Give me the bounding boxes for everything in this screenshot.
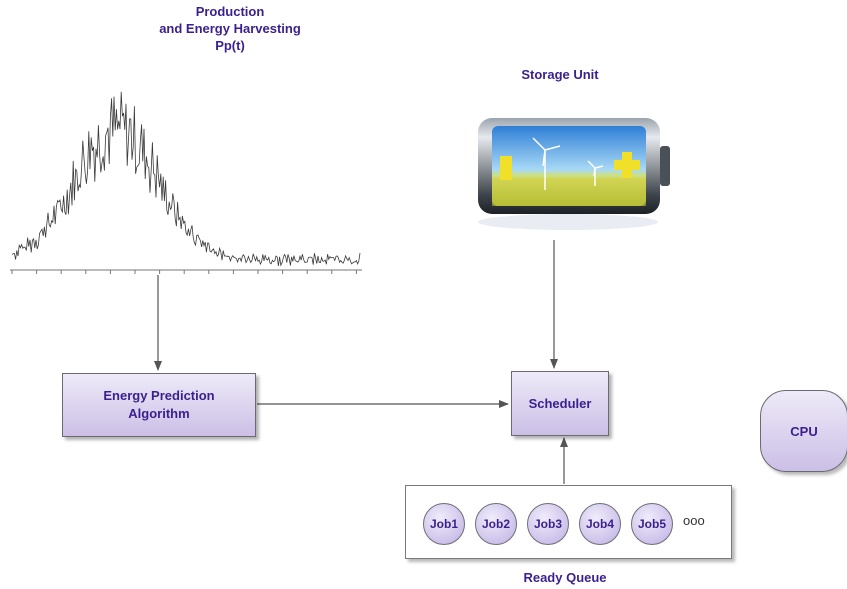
energy-harvesting-signal-plot (10, 91, 362, 274)
scheduler-box: Scheduler (511, 371, 609, 436)
energy-prediction-label-line1: Energy Prediction (103, 388, 215, 403)
signal-plot-ticks (11, 270, 357, 274)
job-label: Job4 (585, 517, 614, 531)
production-title-line2: and Energy Harvesting (159, 21, 301, 36)
cpu-label: CPU (790, 423, 818, 439)
scheduler-label: Scheduler (528, 395, 592, 411)
ready-queue-label: Ready Queue (523, 570, 607, 585)
job-label: Job1 (429, 517, 458, 531)
job-circle: Job1 (423, 503, 465, 545)
production-title-line3: Pp(t) (215, 38, 245, 53)
job-label: Job2 (481, 517, 510, 531)
job-label: Job5 (637, 517, 666, 531)
more-jobs-ellipsis: ooo (683, 513, 705, 528)
job-circle: Job2 (475, 503, 517, 545)
energy-prediction-algorithm-box: Energy Prediction Algorithm (62, 373, 256, 437)
production-title: Production and Energy Harvesting Pp(t) (120, 3, 340, 54)
storage-unit-label: Storage Unit (521, 67, 599, 82)
job-circle: Job3 (527, 503, 569, 545)
energy-prediction-label-line2: Algorithm (128, 406, 190, 421)
battery-with-wind-turbines-icon (478, 118, 670, 230)
production-title-line1: Production (195, 4, 265, 19)
ready-queue-box: Job1 Job2 Job3 Job4 Job5 ooo (405, 485, 732, 559)
signal-plot-line (11, 91, 361, 267)
job-circle: Job5 (631, 503, 673, 545)
job-label: Job3 (533, 517, 562, 531)
cpu-node: CPU (760, 390, 847, 472)
job-circle: Job4 (579, 503, 621, 545)
